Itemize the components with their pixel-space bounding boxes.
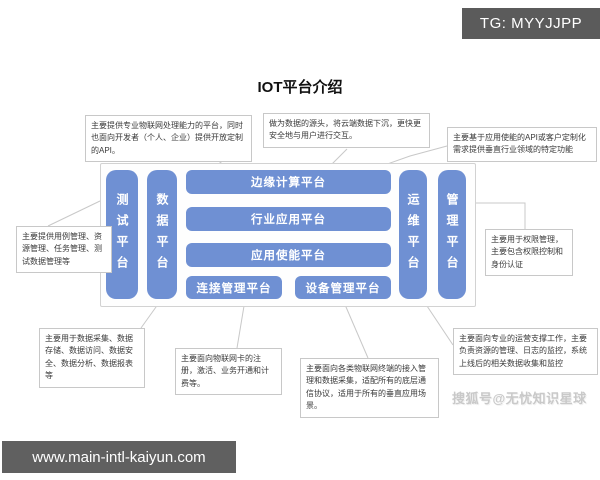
annotation-bottom-middle: 主要面向各类物联网终端的接入管理和数据采集，适配所有的底层通信协议，适用于所有的… xyxy=(300,358,439,418)
page-title: IOT平台介绍 xyxy=(257,79,343,96)
platform-operations-label: 运维平台 xyxy=(406,192,420,277)
annotation-left: 主要提供用例管理、资源管理、任务管理、测试数据管理等 xyxy=(16,226,112,274)
connector xyxy=(476,202,526,229)
platform-application-enablement: 应用使能平台 xyxy=(186,243,391,267)
connector xyxy=(47,200,101,227)
url-watermark: www.main-intl-kaiyun.com xyxy=(2,441,236,473)
platform-connection-label: 连接管理平台 xyxy=(196,282,272,295)
annotation-top-middle: 做为数据的源头，将云端数据下沉，更快更安全地与用户进行交互。 xyxy=(263,113,430,148)
connector xyxy=(342,299,369,359)
platform-industry-application: 行业应用平台 xyxy=(186,207,391,231)
annotation-top-left: 主要提供专业物联网处理能力的平台，同时也面向开发者（个人、企业）提供开放定制的A… xyxy=(85,115,252,163)
platform-connection-management: 连接管理平台 xyxy=(186,276,282,299)
platform-data: 数据平台 xyxy=(147,170,177,299)
tg-watermark-badge: TG: MYYJJPP xyxy=(462,8,600,39)
platform-test-label: 测试平台 xyxy=(115,192,129,277)
platform-industry-label: 行业应用平台 xyxy=(251,214,326,226)
annotation-bottom-middle-left: 主要面向物联网卡的注册，激活、业务开通和计费等。 xyxy=(175,348,282,396)
platform-enablement-label: 应用使能平台 xyxy=(251,250,326,262)
annotation-right: 主要用于权限管理，主要包含权限控制和身份认证 xyxy=(485,229,573,277)
platform-data-label: 数据平台 xyxy=(155,192,169,277)
annotation-top-right: 主要基于应用使能的API或客户定制化需求提供垂直行业领域的特定功能 xyxy=(447,127,597,162)
sohu-watermark: 搜狐号@无忧知识星球 xyxy=(452,391,587,406)
platform-device-label: 设备管理平台 xyxy=(305,282,381,295)
platform-operations: 运维平台 xyxy=(399,170,427,299)
connector xyxy=(236,299,246,349)
annotation-bottom-right: 主要面向专业的运营支撑工作，主要负责资源的管理、日志的监控，系统上线后的相关数据… xyxy=(453,328,598,376)
platform-management: 管理平台 xyxy=(438,170,466,299)
platform-edge-computing: 边缘计算平台 xyxy=(186,170,391,194)
platform-device-management: 设备管理平台 xyxy=(295,276,391,299)
platform-edge-label: 边缘计算平台 xyxy=(251,177,326,189)
platform-management-label: 管理平台 xyxy=(445,192,459,277)
annotation-bottom-left: 主要用于数据采集、数据存储、数据访问、数据安全、数据分析、数据报表等 xyxy=(39,328,145,388)
